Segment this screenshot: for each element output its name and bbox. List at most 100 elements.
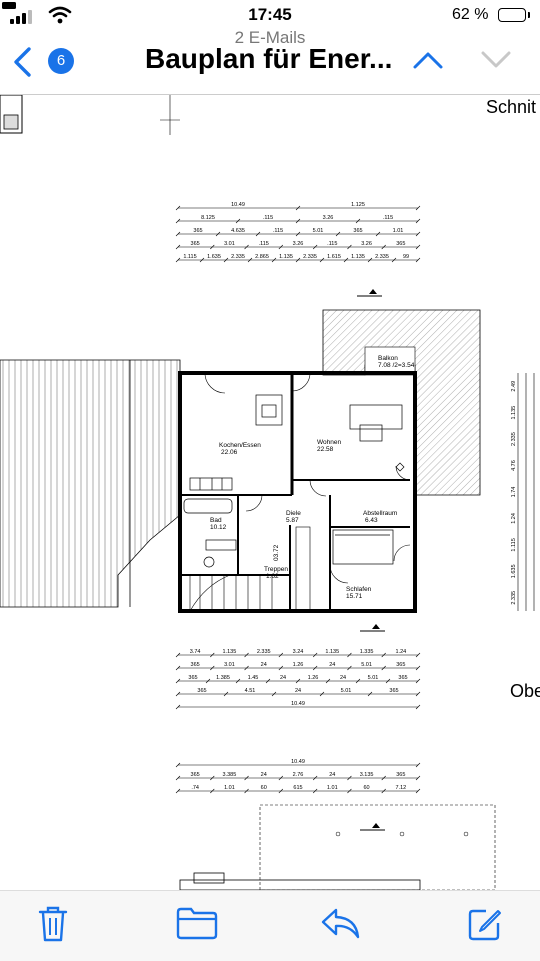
room-diele-name: Diele [286, 510, 301, 517]
dimension-tick [381, 788, 386, 794]
dimension-tick [415, 652, 421, 658]
dimension-tick [247, 257, 253, 263]
dimension-label: 1.385 [216, 675, 230, 681]
room-wohnen-area: 22.58 [317, 446, 334, 453]
dimension-label: 365 [396, 772, 405, 778]
dimension-label: 1.335 [360, 649, 374, 655]
dimension-tick [335, 231, 341, 237]
dimension-label: 365 [197, 688, 206, 694]
dimension-tick [381, 775, 386, 781]
dimension-tick [415, 788, 421, 794]
dimension-label: 365 [353, 228, 362, 234]
dimension-label: 24 [295, 688, 301, 694]
dimension-label: 1.26 [293, 662, 304, 668]
dimension-tick [278, 775, 284, 781]
dimension-label: 60 [261, 785, 267, 791]
room-bad-area: 10.12 [210, 524, 227, 531]
dimension-tick [312, 652, 318, 658]
dimension-label: 10.49 [291, 701, 305, 707]
dimension-label: 24 [261, 662, 267, 668]
dimension-label: 4.76 [511, 460, 517, 471]
dimension-tick [415, 704, 421, 710]
dimension-tick [210, 652, 215, 658]
dimension-label: 1.45 [248, 675, 259, 681]
room-abstell-name: Abstellraum [363, 510, 397, 517]
room-schlafen-area: 15.71 [346, 593, 363, 600]
dimension-tick [210, 775, 215, 781]
dimension-tick [295, 678, 301, 684]
dimension-label: 1.24 [511, 513, 517, 524]
dimension-tick [175, 231, 181, 237]
trash-icon[interactable] [36, 905, 70, 943]
dimension-label: .74 [191, 785, 199, 791]
next-floor-fragment [179, 804, 496, 890]
dimension-label: 2.865 [255, 254, 269, 260]
dimension-tick [381, 244, 386, 250]
section-marker-top [357, 289, 382, 297]
dimension-label: 1.635 [207, 254, 221, 260]
dimension-label: 24 [340, 675, 346, 681]
dimension-label: 615 [293, 785, 302, 791]
dimension-tick [312, 665, 318, 671]
room-kochen-name: Kochen/Essen [219, 442, 261, 449]
dimension-label: 365 [193, 228, 202, 234]
dimension-tick [210, 244, 215, 250]
stair-marker: 03.72 [273, 544, 280, 561]
dimension-tick [278, 665, 284, 671]
dimension-tick [391, 257, 397, 263]
dimension-label: 1.01 [327, 785, 338, 791]
dimension-tick [312, 788, 318, 794]
chevron-up-icon[interactable] [412, 50, 444, 70]
dimension-label: 2.335 [257, 649, 271, 655]
dimension-tick [347, 788, 352, 794]
section-label: Schnit [486, 97, 537, 117]
dimension-tick [175, 691, 181, 697]
left-roof [0, 359, 181, 608]
dimension-tick [223, 691, 229, 697]
dimension-label: 4.635 [231, 228, 245, 234]
dimension-label: 365 [398, 675, 407, 681]
section-marker-bottom [360, 624, 385, 632]
dimension-label: 365 [396, 241, 405, 247]
unread-badge[interactable]: 6 [48, 48, 74, 74]
dimension-label: 5.01 [368, 675, 379, 681]
dimension-tick [175, 244, 181, 250]
dimension-label: 1.135 [279, 254, 293, 260]
dimension-tick [210, 788, 215, 794]
dimension-label: 3.24 [293, 649, 304, 655]
compose-icon[interactable] [466, 905, 504, 943]
dimension-label: 24 [261, 772, 267, 778]
dimension-tick [347, 652, 352, 658]
dimension-label: 99 [403, 254, 409, 260]
wifi-icon [48, 6, 72, 24]
folder-icon[interactable] [175, 905, 219, 941]
previous-sheet-fragment [0, 95, 180, 135]
dimension-label: 24 [329, 662, 335, 668]
dimension-label: .115 [383, 215, 393, 221]
dimension-label: 1.635 [511, 564, 517, 578]
dimension-label: .115 [263, 215, 273, 221]
reply-icon[interactable] [320, 905, 362, 941]
room-balkon-name: Balkon [378, 355, 398, 362]
chevron-left-icon[interactable] [12, 46, 34, 78]
dimension-label: 2.49 [511, 381, 517, 392]
dimension-tick [375, 231, 381, 237]
room-wohnen-name: Wohnen [317, 439, 341, 446]
dimension-label: 3.26 [293, 241, 304, 247]
dimension-tick [415, 257, 421, 263]
dimension-label: 3.01 [224, 241, 235, 247]
room-labels: Balkon 7.08 /2=3.54 Kochen/Essen 22.06 W… [210, 355, 415, 600]
dimension-label: 2.335 [303, 254, 317, 260]
dimension-tick [205, 678, 211, 684]
dimension-tick [175, 257, 181, 263]
dimension-label: 3.26 [361, 241, 372, 247]
message-count-subtitle: 2 E-Mails [234, 28, 306, 47]
dimension-label: 60 [364, 785, 370, 791]
dimension-tick [347, 665, 352, 671]
dimension-tick [210, 665, 215, 671]
chevron-down-icon[interactable] [480, 50, 512, 70]
dimension-tick [175, 205, 181, 211]
